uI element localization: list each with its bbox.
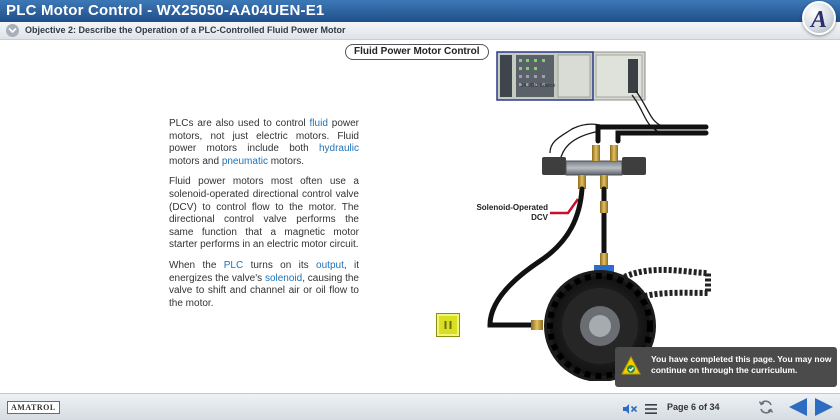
completion-message: You have completed this page. You may no… bbox=[651, 354, 832, 375]
body-text: PLCs are also used to control fluid powe… bbox=[169, 118, 359, 318]
objective-text: Objective 2: Describe the Operation of a… bbox=[25, 25, 346, 35]
menu-icon bbox=[645, 404, 657, 414]
completion-toast: You have completed this page. You may no… bbox=[615, 347, 837, 387]
prev-page-button[interactable] bbox=[787, 397, 809, 420]
brand-logo: AMATROL bbox=[7, 401, 60, 414]
amatrol-logo-icon: A bbox=[802, 1, 836, 35]
prev-arrow-icon bbox=[789, 398, 807, 416]
upper-hoses bbox=[595, 124, 709, 144]
diagram-title: Fluid Power Motor Control bbox=[345, 44, 489, 60]
glossary-link-fluid[interactable]: fluid bbox=[309, 118, 328, 129]
paragraph-2: Fluid power motors most often use a sole… bbox=[169, 176, 359, 251]
title-bar: PLC Motor Control - WX25050-AA04UEN-E1 bbox=[0, 0, 840, 22]
next-page-button[interactable] bbox=[813, 397, 835, 420]
completion-badge-icon bbox=[621, 355, 641, 375]
page-indicator: Page 6 of 34 bbox=[667, 402, 720, 412]
pause-button[interactable] bbox=[436, 313, 460, 337]
app-title: PLC Motor Control - WX25050-AA04UEN-E1 bbox=[6, 2, 325, 19]
dcv-pointer bbox=[550, 198, 580, 215]
mute-icon bbox=[623, 404, 638, 414]
glossary-link-plc[interactable]: PLC bbox=[223, 259, 244, 271]
dcv-label: Solenoid-Operated DCV bbox=[476, 203, 548, 222]
dcv-valve bbox=[542, 145, 646, 189]
glossary-link-hydraulic[interactable]: hydraulic bbox=[318, 143, 359, 155]
glossary-link-solenoid[interactable]: solenoid bbox=[264, 272, 303, 284]
pause-icon bbox=[444, 321, 452, 329]
glossary-link-pneumatic[interactable]: pneumatic bbox=[221, 155, 268, 167]
svg-text:A: A bbox=[809, 7, 827, 30]
source-label: 24 VDC Source bbox=[521, 83, 556, 89]
next-arrow-icon bbox=[815, 398, 833, 416]
footer-bar: AMATROL Page 6 of 34 bbox=[0, 393, 840, 420]
glossary-link-output[interactable]: output bbox=[316, 259, 344, 271]
plc-rack bbox=[496, 51, 646, 101]
menu-button[interactable] bbox=[644, 402, 658, 420]
paragraph-1: PLCs are also used to control fluid powe… bbox=[169, 118, 359, 167]
objective-bar[interactable]: Objective 2: Describe the Operation of a… bbox=[0, 22, 840, 40]
chevron-down-icon[interactable] bbox=[6, 24, 19, 37]
refresh-icon bbox=[758, 400, 774, 414]
content-area: Fluid Power Motor Control PLCs are also … bbox=[0, 41, 840, 393]
mute-button[interactable] bbox=[622, 402, 638, 420]
refresh-button[interactable] bbox=[758, 399, 774, 420]
paragraph-3: When the PLC turns on its output, it ene… bbox=[169, 259, 360, 309]
